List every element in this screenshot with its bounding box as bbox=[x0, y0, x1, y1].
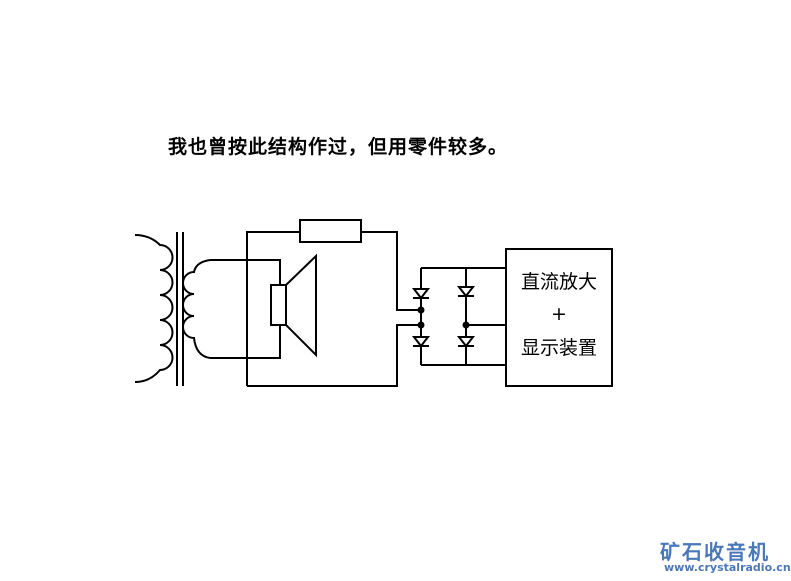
circuit-wires bbox=[246, 231, 421, 387]
transformer-secondary-coil bbox=[182, 259, 211, 359]
watermark-title: 矿石收音机 bbox=[660, 540, 770, 564]
diode-icon bbox=[411, 288, 431, 300]
speaker-wires bbox=[210, 259, 281, 359]
diode-icon bbox=[456, 336, 476, 348]
diode-icon bbox=[456, 286, 476, 298]
resistor bbox=[299, 219, 362, 243]
box-label-line3: 显示装置 bbox=[521, 337, 597, 359]
box-label-line1: 直流放大 bbox=[521, 271, 597, 293]
caption-text: 我也曾按此结构作过，但用零件较多。 bbox=[168, 136, 509, 158]
dc-amplifier-display-box bbox=[505, 248, 613, 387]
transformer-primary-coil bbox=[134, 234, 174, 383]
box-label-line2: + bbox=[551, 303, 567, 325]
speaker-icon bbox=[270, 253, 317, 358]
transformer-core bbox=[176, 232, 184, 386]
watermark-url: www.crystalradio.cn bbox=[664, 561, 791, 574]
bridge-rectifier bbox=[417, 267, 506, 366]
diode-icon bbox=[411, 336, 431, 348]
